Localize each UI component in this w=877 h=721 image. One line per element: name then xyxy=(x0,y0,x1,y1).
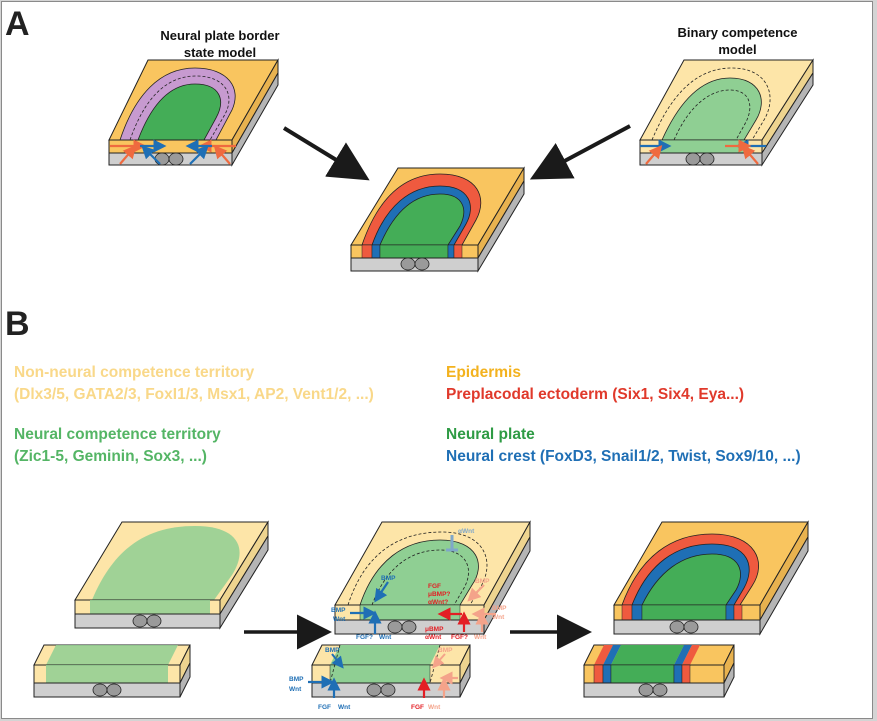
sig-wnt-red: Wnt xyxy=(428,704,441,711)
b-mid-top-block xyxy=(334,520,531,636)
left-model-title-line2: state model xyxy=(183,45,257,60)
left-to-center-arrow xyxy=(282,126,370,181)
sig-wnt-low: Wnt xyxy=(379,634,392,641)
legend-neural-genes: (Zic1-5, Geminin, Sox3, ...) xyxy=(14,448,207,465)
mid-top-signals: αWnt BMP BMP Wnt FGF? Wnt FGF μBMP? αWnt… xyxy=(331,528,507,641)
sig-fgf-q: FGF? xyxy=(356,634,373,641)
right-model-block xyxy=(639,58,814,167)
sig-uwnt-q: αWnt? xyxy=(428,599,448,606)
sig-fgf-b: FGF xyxy=(318,704,331,711)
sig-wnt-b: Wnt xyxy=(338,704,351,711)
sig-bmp-left: BMP xyxy=(331,607,346,614)
legend-neural-plate: Neural plate xyxy=(446,426,535,443)
legend-neural-crest: Neural crest (FoxD3, Snail1/2, Twist, So… xyxy=(446,448,801,465)
legend-nonneural-title: Non-neural competence territory xyxy=(14,364,255,381)
mid-bottom-signals: BMP BMP Wnt FGF Wnt FGF Wnt BMP xyxy=(289,647,458,711)
sig-wnt-far: Wnt xyxy=(492,614,505,621)
right-model-title: Binary competence model xyxy=(665,24,810,58)
sig-fgf-low-q: FGF? xyxy=(451,634,468,641)
sig-wnt-left-2: Wnt xyxy=(289,686,302,693)
sig-wnt-pink: Wnt xyxy=(474,634,487,641)
b-left-bottom-block xyxy=(33,644,191,698)
left-model-block xyxy=(108,58,279,167)
legend-neural: Neural competence territory (Zic1-5, Gem… xyxy=(14,424,221,468)
b-right-top-block xyxy=(613,520,809,636)
panel-a-letter: A xyxy=(5,5,30,43)
sig-ubmp-low: μBMP xyxy=(425,626,444,633)
sig-bmp-far: BMP xyxy=(492,605,507,612)
sig-uwnt-top: αWnt xyxy=(458,528,475,535)
sig-fgf-red: FGF xyxy=(411,704,424,711)
right-model-title-line2: model xyxy=(718,42,757,57)
legend-neural-title: Neural competence territory xyxy=(14,426,221,443)
sig-bmp-pink: BMP xyxy=(475,578,490,585)
sig-bmp-pink-2: BMP xyxy=(438,647,453,654)
sig-ubmp-q: μBMP? xyxy=(428,591,450,598)
center-result-block xyxy=(350,166,525,273)
sig-bmp-left-2: BMP xyxy=(289,676,304,683)
legend-preplacodal: Preplacodal ectoderm (Six1, Six4, Eya...… xyxy=(446,386,745,403)
b-right-bottom-block xyxy=(583,644,735,698)
sig-fgf-right: FGF xyxy=(428,583,441,590)
panel-b-letter: B xyxy=(5,305,30,343)
legend-nonneural-genes: (Dlx3/5, GATA2/3, FoxI1/3, Msx1, AP2, Ve… xyxy=(14,386,374,403)
b-left-top-block xyxy=(74,520,269,630)
legend-epidermis: Epidermis xyxy=(446,364,521,381)
left-model-title: Neural plate border state model xyxy=(140,27,300,61)
left-model-title-line1: Neural plate border xyxy=(160,28,280,43)
sig-bmp-up: BMP xyxy=(325,647,340,654)
right-model-title-line1: Binary competence xyxy=(677,25,798,40)
sig-wnt-left: Wnt xyxy=(333,616,346,623)
legend-fates-2: Neural plate Neural crest (FoxD3, Snail1… xyxy=(446,424,801,468)
sig-bmp-upper: BMP xyxy=(381,575,396,582)
legend-nonneural: Non-neural competence territory (Dlx3/5,… xyxy=(14,362,374,406)
sig-uwnt-low: αWnt xyxy=(425,634,442,641)
right-to-center-arrow xyxy=(529,124,631,180)
legend-fates: Epidermis Preplacodal ectoderm (Six1, Si… xyxy=(446,362,744,406)
